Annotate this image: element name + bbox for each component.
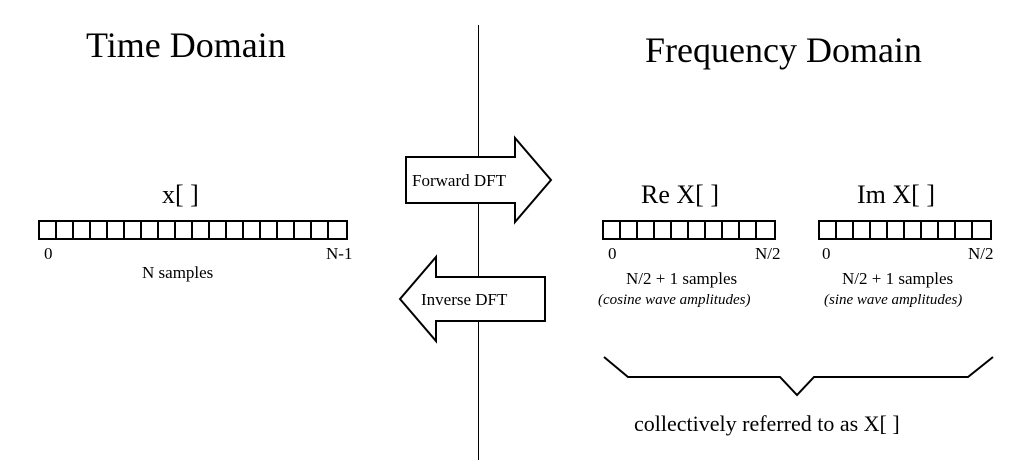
time-sample-array — [38, 220, 348, 240]
sample-cell — [939, 222, 956, 238]
sample-cell — [74, 222, 91, 238]
sample-cell — [706, 222, 723, 238]
sample-cell — [210, 222, 227, 238]
time-start-index: 0 — [44, 244, 53, 263]
imag-note: (sine wave amplitudes) — [824, 292, 963, 308]
inverse-arrow — [398, 254, 546, 344]
sample-cell — [108, 222, 125, 238]
sample-cell — [244, 222, 261, 238]
real-end-index: N/2 — [755, 244, 781, 263]
sample-cell — [757, 222, 774, 238]
sample-cell — [854, 222, 871, 238]
sample-cell — [621, 222, 638, 238]
collective-brace — [603, 356, 994, 397]
real-start-index: 0 — [608, 244, 617, 263]
sample-cell — [278, 222, 295, 238]
sample-cell — [905, 222, 922, 238]
real-note: (cosine wave amplitudes) — [598, 292, 751, 308]
imag-samples-label: N/2 + 1 samples — [842, 269, 954, 288]
time-end-index: N-1 — [326, 244, 353, 263]
imag-end-index: N/2 — [968, 244, 994, 263]
sample-cell — [604, 222, 621, 238]
collective-label: collectively referred to as X[ ] — [634, 411, 900, 436]
sample-cell — [193, 222, 210, 238]
sample-cell — [689, 222, 706, 238]
sample-cell — [142, 222, 159, 238]
sample-cell — [227, 222, 244, 238]
sample-cell — [295, 222, 312, 238]
inverse-dft-label: Inverse DFT — [421, 290, 508, 309]
sample-cell — [922, 222, 939, 238]
time-domain-title: Time Domain — [86, 25, 286, 65]
imag-part-label: Im X[ ] — [857, 180, 935, 209]
real-sample-array — [602, 220, 776, 240]
forward-dft-label: Forward DFT — [412, 171, 506, 190]
sample-cell — [40, 222, 57, 238]
sample-cell — [871, 222, 888, 238]
sample-cell — [261, 222, 278, 238]
imag-start-index: 0 — [822, 244, 831, 263]
domain-divider-line — [478, 25, 479, 460]
sample-cell — [159, 222, 176, 238]
sample-cell — [740, 222, 757, 238]
sample-cell — [176, 222, 193, 238]
sample-cell — [125, 222, 142, 238]
sample-cell — [723, 222, 740, 238]
sample-cell — [672, 222, 689, 238]
sample-cell — [91, 222, 108, 238]
forward-arrow — [405, 135, 553, 225]
sample-cell — [888, 222, 905, 238]
imag-sample-array — [818, 220, 992, 240]
real-part-label: Re X[ ] — [641, 180, 719, 209]
sample-cell — [312, 222, 329, 238]
real-samples-label: N/2 + 1 samples — [626, 269, 738, 288]
time-samples-label: N samples — [142, 263, 214, 282]
sample-cell — [837, 222, 854, 238]
sample-cell — [973, 222, 990, 238]
sample-cell — [956, 222, 973, 238]
time-signal-label: x[ ] — [162, 180, 199, 209]
sample-cell — [655, 222, 672, 238]
sample-cell — [638, 222, 655, 238]
sample-cell — [57, 222, 74, 238]
sample-cell — [820, 222, 837, 238]
frequency-domain-title: Frequency Domain — [645, 30, 922, 70]
